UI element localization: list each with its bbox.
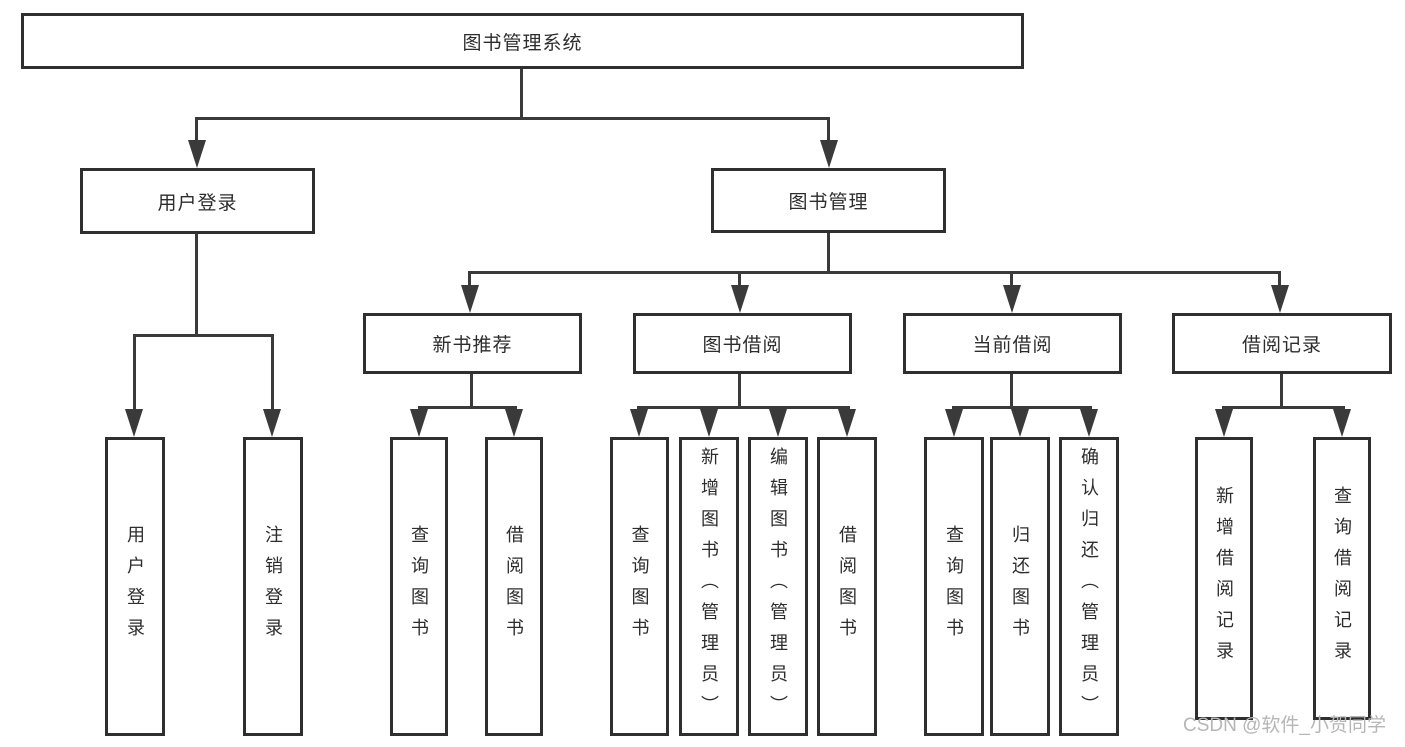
leaf-borrow-books-borrowing-label: 借阅图书 (837, 524, 857, 649)
node-current-borrowing-label: 当前借阅 (972, 335, 1053, 356)
leaf-add-borrow-record-label: 新增借阅记录 (1214, 485, 1234, 672)
leaf-query-books-current: 查询图书 (924, 437, 984, 736)
node-book-management-label: 图书管理 (788, 192, 869, 213)
leaf-return-books-label: 归还图书 (1010, 524, 1030, 649)
edge-line (952, 406, 1092, 409)
edge-line (418, 406, 517, 409)
leaf-borrow-books-recommend: 借阅图书 (485, 437, 543, 736)
leaf-user-login: 用户登录 (105, 437, 165, 736)
edge-line (1280, 374, 1283, 409)
arrow-down-icon (630, 409, 648, 437)
leaf-query-books-borrowing-label: 查询图书 (629, 524, 650, 649)
leaf-edit-books-admin: 编辑图书（管理员） (748, 437, 808, 736)
edge-line (1278, 271, 1281, 289)
arrow-down-icon (1080, 409, 1098, 437)
edge-line (468, 271, 1281, 274)
edge-line (195, 234, 198, 336)
arrow-down-icon (945, 409, 963, 437)
edge-line (738, 271, 741, 289)
arrow-down-icon (1271, 285, 1289, 313)
arrow-down-icon (188, 140, 206, 168)
node-book-borrowing-label: 图书借阅 (702, 335, 783, 356)
arrow-down-icon (263, 409, 281, 437)
node-current-borrowing: 当前借阅 (903, 313, 1122, 374)
arrow-down-icon (1011, 409, 1029, 437)
leaf-borrow-books-recommend-label: 借阅图书 (504, 524, 524, 649)
edge-line (470, 374, 473, 409)
edge-line (1010, 271, 1013, 289)
arrow-down-icon (505, 409, 523, 437)
edge-line (827, 233, 830, 273)
node-library-system-label: 图书管理系统 (462, 32, 583, 54)
node-user-login-label: 用户登录 (157, 192, 238, 214)
edge-line (195, 117, 830, 120)
arrow-down-icon (769, 409, 787, 437)
edge-line (827, 119, 830, 144)
leaf-query-borrow-record: 查询借阅记录 (1313, 437, 1371, 720)
watermark: CSDN @软件_小贺同学 (1183, 715, 1386, 736)
node-book-borrowing: 图书借阅 (633, 313, 852, 374)
leaf-user-login-label: 用户登录 (125, 524, 145, 649)
edge-line (1222, 406, 1345, 409)
leaf-confirm-return-admin: 确认归还（管理员） (1059, 437, 1119, 736)
arrow-down-icon (820, 140, 838, 168)
node-borrowing-records-label: 借阅记录 (1241, 335, 1322, 356)
edge-line (637, 406, 850, 409)
leaf-query-books-current-label: 查询图书 (944, 524, 964, 649)
leaf-confirm-return-admin-label: 确认归还（管理员） (1079, 447, 1099, 726)
arrow-down-icon (461, 285, 479, 313)
edge-line (133, 335, 136, 411)
edge-line (133, 334, 274, 337)
arrow-down-icon (125, 409, 143, 437)
edge-line (195, 119, 198, 144)
leaf-logout-label: 注销登录 (263, 524, 283, 649)
edge-line (738, 374, 741, 409)
leaf-borrow-books-borrowing: 借阅图书 (817, 437, 877, 736)
node-new-book-recommend: 新书推荐 (363, 313, 582, 374)
edge-line (520, 69, 523, 119)
leaf-query-books-recommend-label: 查询图书 (409, 524, 429, 649)
leaf-return-books: 归还图书 (990, 437, 1050, 736)
leaf-query-borrow-record-label: 查询借阅记录 (1332, 485, 1352, 672)
leaf-add-borrow-record: 新增借阅记录 (1195, 437, 1253, 720)
edge-line (271, 335, 274, 411)
arrow-down-icon (700, 409, 718, 437)
leaf-logout: 注销登录 (243, 437, 303, 736)
edge-line (1010, 374, 1013, 409)
arrow-down-icon (1333, 409, 1351, 437)
node-borrowing-records: 借阅记录 (1172, 313, 1392, 374)
arrow-down-icon (1003, 285, 1021, 313)
node-library-system: 图书管理系统 (21, 13, 1024, 69)
leaf-edit-books-admin-label: 编辑图书（管理员） (768, 447, 788, 726)
node-new-book-recommend-label: 新书推荐 (432, 335, 513, 356)
arrow-down-icon (410, 409, 428, 437)
leaf-query-books-recommend: 查询图书 (390, 437, 448, 736)
edge-line (468, 271, 471, 289)
arrow-down-icon (731, 285, 749, 313)
arrow-down-icon (838, 409, 856, 437)
leaf-query-books-borrowing: 查询图书 (610, 437, 669, 736)
node-book-management: 图书管理 (711, 168, 946, 233)
leaf-add-books-admin-label: 新增图书（管理员） (699, 447, 719, 726)
node-user-login: 用户登录 (80, 168, 315, 234)
arrow-down-icon (1215, 409, 1233, 437)
leaf-add-books-admin: 新增图书（管理员） (679, 437, 739, 736)
